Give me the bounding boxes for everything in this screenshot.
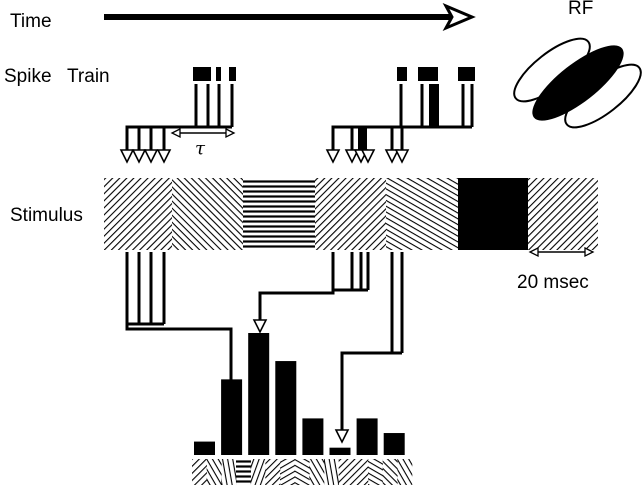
histogram-bar (221, 379, 243, 455)
orientation-swatch (236, 459, 251, 485)
orientation-swatch (338, 459, 354, 485)
orientation-swatch (382, 459, 398, 485)
orientation-swatch (280, 459, 295, 485)
time-arrow (104, 2, 476, 32)
spike-group-2 (397, 67, 475, 127)
stimulus-segment (458, 178, 528, 250)
stimulus-segment (172, 178, 243, 250)
orientation-swatch (250, 459, 266, 485)
receptive-field-icon (513, 37, 642, 129)
histogram-bar (275, 361, 297, 455)
histogram-bar (383, 433, 405, 455)
orientation-swatch (324, 459, 339, 485)
tau-indicator (170, 127, 236, 139)
stimulus-label: Stimulus (10, 205, 83, 226)
histogram-bar (248, 333, 270, 455)
histogram-bar (302, 418, 324, 455)
histogram-bar (356, 418, 378, 455)
time-label: Time (10, 11, 52, 32)
stimulus-segment (386, 178, 458, 250)
orientation-swatch (397, 459, 413, 485)
orientation-swatch (368, 459, 383, 485)
stimulus-strip (104, 178, 598, 250)
spike-delay-arrows-2 (325, 125, 472, 164)
rf-label: RF (568, 0, 593, 19)
orientation-strip (192, 459, 413, 485)
stimulus-segment (104, 178, 172, 250)
scale-bar (528, 246, 595, 258)
histogram-bar (194, 441, 215, 455)
orientation-histogram (194, 333, 405, 455)
orientation-swatch (309, 459, 325, 485)
orientation-swatch (265, 459, 281, 485)
orientation-swatch (192, 459, 207, 485)
stimulus-segment (243, 178, 315, 250)
orientation-swatch (353, 459, 369, 485)
spike-group-1 (193, 67, 236, 127)
spike-train-label: Spike Train (4, 66, 110, 87)
stimulus-segment (528, 178, 598, 250)
routing-lines (125, 252, 404, 430)
scale-label: 20 msec (517, 272, 589, 293)
orientation-swatch (221, 459, 237, 485)
spike-delay-arrows-1 (119, 125, 232, 164)
stimulus-segment (315, 178, 386, 250)
orientation-swatch (206, 459, 222, 485)
histogram-bar (329, 447, 351, 455)
tau-label: τ (195, 138, 206, 159)
orientation-swatch (294, 459, 310, 485)
